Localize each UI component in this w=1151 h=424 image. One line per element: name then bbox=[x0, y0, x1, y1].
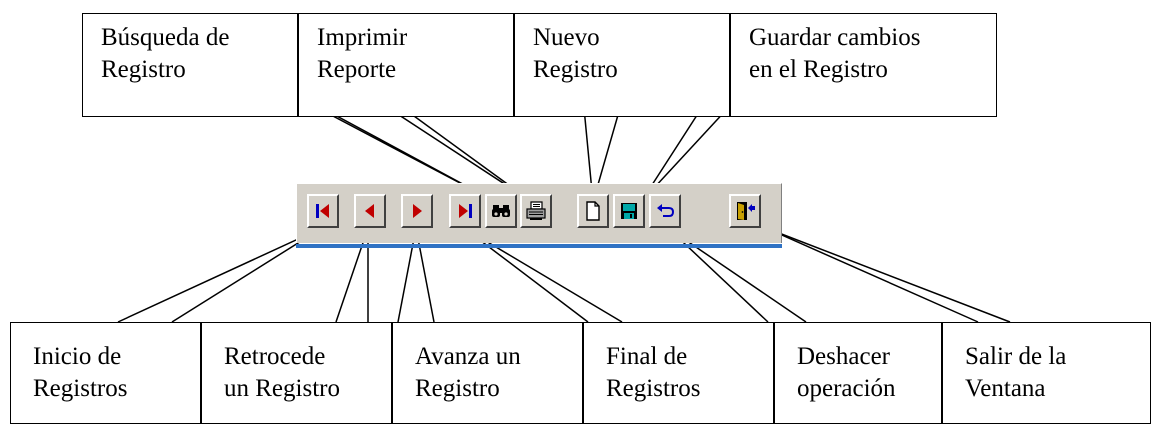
callout-text-line1: Avanza un bbox=[415, 343, 521, 370]
toolbar-bottom-accent-line bbox=[296, 244, 782, 248]
callout-text-line2: Registro bbox=[101, 56, 186, 83]
callout-imprimir-reporte: Imprimir Reporte bbox=[298, 13, 514, 117]
binoculars-icon bbox=[492, 205, 510, 217]
callout-text-line1: Búsqueda de bbox=[101, 24, 230, 51]
callout-text-line1: Retrocede bbox=[224, 343, 326, 370]
callout-guardar-cambios: Guardar cambios en el Registro bbox=[730, 13, 997, 117]
callout-inicio-registros: Inicio de Registros bbox=[10, 322, 201, 424]
callout-text-line1: Guardar cambios bbox=[749, 24, 921, 51]
new-document-icon bbox=[586, 201, 600, 221]
callout-retrocede-registro: Retrocede un Registro bbox=[201, 322, 392, 424]
print-report-button[interactable] bbox=[520, 194, 552, 228]
callout-text-line2: Registros bbox=[606, 375, 701, 402]
callout-text-line2: Registro bbox=[533, 56, 618, 83]
callout-final-registros: Final de Registros bbox=[583, 322, 774, 424]
last-record-icon bbox=[459, 204, 472, 218]
printer-icon bbox=[526, 201, 546, 220]
record-navigation-toolbar bbox=[296, 183, 782, 243]
callout-text-line2: Ventana bbox=[965, 375, 1046, 402]
callout-text-line1: Final de bbox=[606, 343, 688, 370]
next-record-icon bbox=[413, 204, 422, 218]
callout-leader-lines bbox=[117, 94, 1011, 323]
callout-nuevo-registro: Nuevo Registro bbox=[514, 13, 730, 117]
new-record-button[interactable] bbox=[577, 194, 609, 228]
first-record-icon bbox=[316, 204, 329, 218]
callout-text-line1: Imprimir bbox=[317, 24, 408, 51]
callout-text-line1: Deshacer bbox=[797, 343, 890, 370]
undo-button[interactable] bbox=[649, 194, 681, 228]
exit-door-icon bbox=[737, 202, 755, 220]
callout-text-line2: Registros bbox=[33, 375, 128, 402]
callout-text-line2: un Registro bbox=[224, 375, 340, 402]
callout-salir-ventana: Salir de la Ventana bbox=[942, 322, 1151, 424]
callout-text-line1: Nuevo bbox=[533, 24, 600, 51]
callout-text-line2: operación bbox=[797, 375, 896, 402]
callout-text-line2: Registro bbox=[415, 375, 500, 402]
exit-window-button[interactable] bbox=[729, 194, 761, 228]
save-changes-button[interactable] bbox=[613, 194, 645, 228]
next-record-button[interactable] bbox=[401, 194, 433, 228]
first-record-button[interactable] bbox=[307, 194, 339, 228]
floppy-disk-icon bbox=[621, 203, 637, 219]
callout-avanza-registro: Avanza un Registro bbox=[392, 322, 583, 424]
previous-record-button[interactable] bbox=[354, 194, 386, 228]
callout-deshacer-operacion: Deshacer operación bbox=[774, 322, 942, 424]
callout-text-line2: en el Registro bbox=[749, 56, 888, 83]
previous-record-icon bbox=[365, 204, 374, 218]
undo-icon bbox=[657, 204, 675, 217]
callout-text-line1: Inicio de bbox=[33, 343, 122, 370]
last-record-button[interactable] bbox=[449, 194, 481, 228]
callout-text-line2: Reporte bbox=[317, 56, 397, 83]
search-record-button[interactable] bbox=[485, 194, 517, 228]
callout-text-line1: Salir de la bbox=[965, 343, 1067, 370]
callout-busqueda-registro: Búsqueda de Registro bbox=[82, 13, 298, 117]
